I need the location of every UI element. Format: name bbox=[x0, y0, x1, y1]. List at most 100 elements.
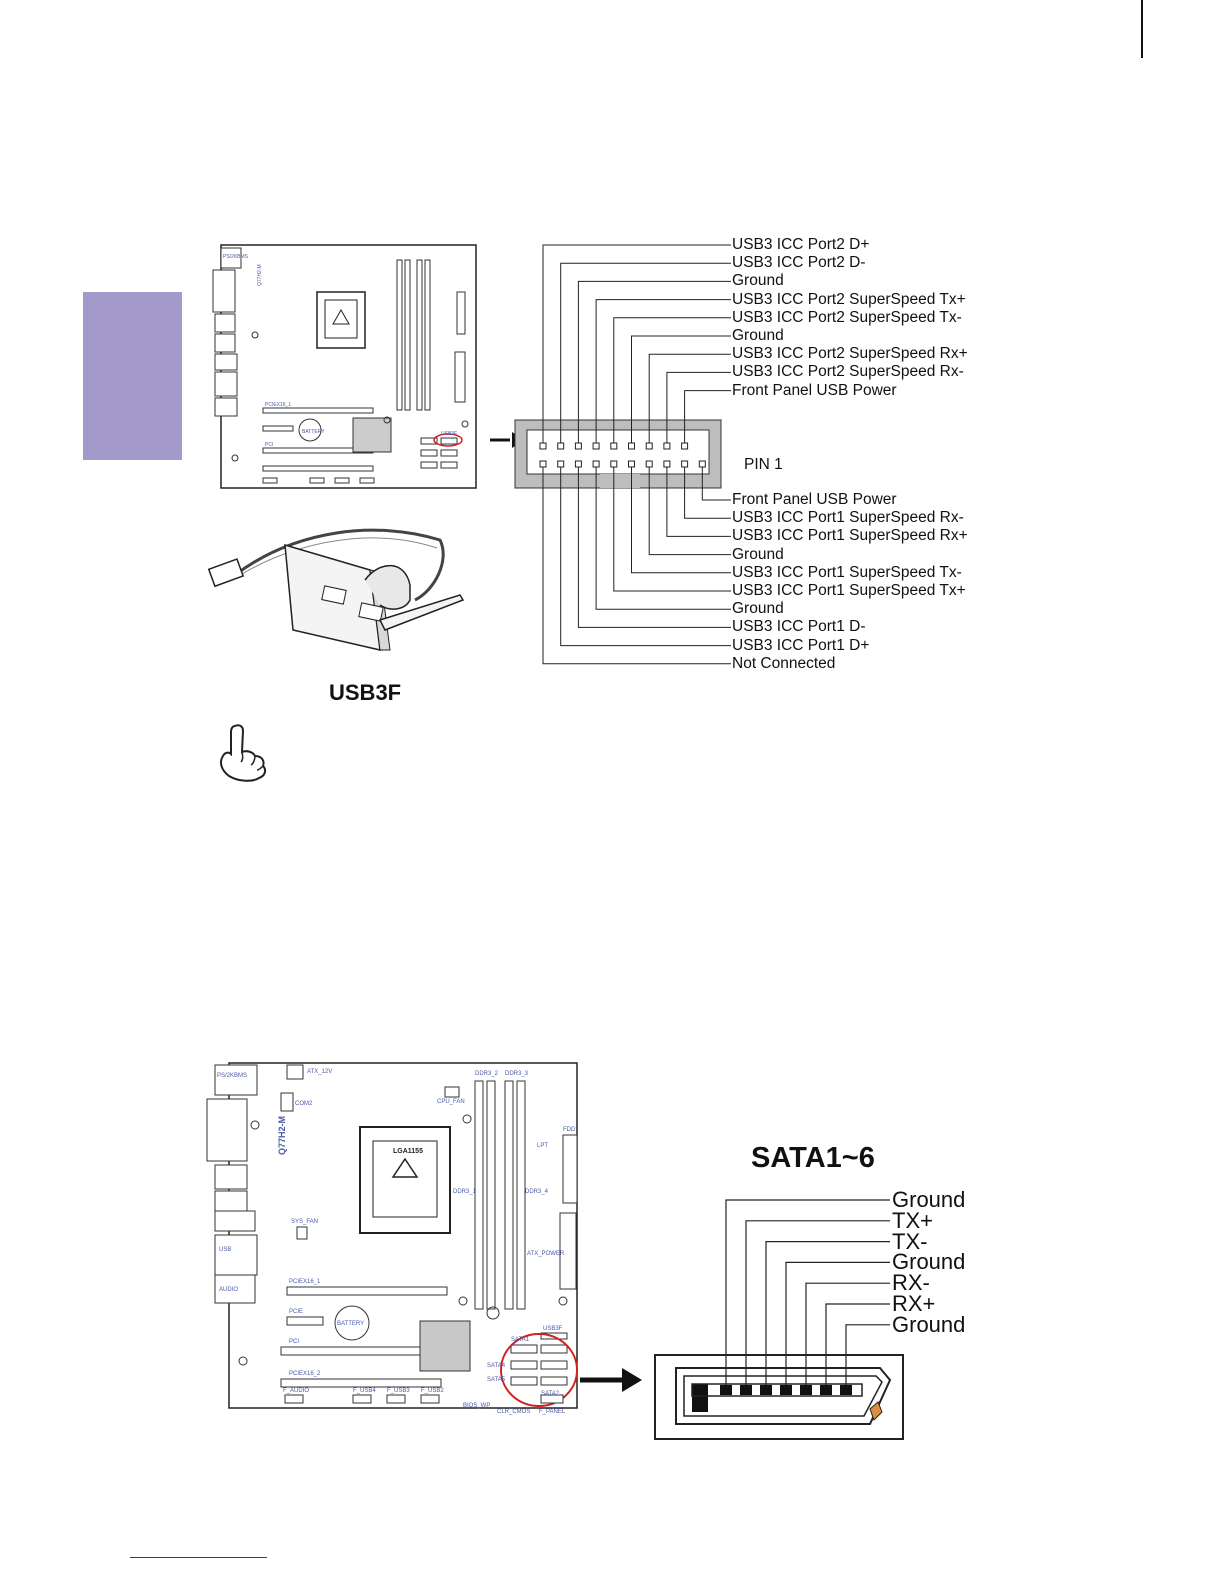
sata-pin bbox=[720, 1385, 732, 1395]
mb2-atx12v-label: ATX_12V bbox=[307, 1069, 332, 1075]
usb3f-bracket-illustration bbox=[207, 528, 465, 651]
sata-pin bbox=[840, 1385, 852, 1395]
mb2-bios-wp-label: BIOS_WP bbox=[463, 1403, 490, 1409]
mb2-sata4-label: SATA4 bbox=[487, 1363, 506, 1369]
sata-title: SATA1~6 bbox=[751, 1142, 875, 1174]
mb2-ddr3-2-label: DDR3_2 bbox=[475, 1071, 499, 1077]
mb2-pci-label: PCI bbox=[289, 1339, 299, 1345]
mb2-sys-fan-label: SYS_FAN bbox=[291, 1219, 318, 1225]
sata-pin-label: Ground bbox=[892, 1187, 966, 1212]
usb3f-bottom-pin-label: Ground bbox=[732, 545, 784, 563]
usb3f-lead-bottom bbox=[701, 467, 731, 501]
mb2-com2-label: COM2 bbox=[295, 1101, 313, 1107]
mb2-cpu-fan-label: CPU_FAN bbox=[437, 1099, 465, 1105]
mb1-pci-label: PCI bbox=[265, 442, 273, 448]
usb3f-bottom-pin-label: Ground bbox=[732, 600, 784, 618]
sata-pin bbox=[760, 1385, 772, 1395]
usb3f-pin-bottom bbox=[663, 460, 671, 468]
usb3f-pin-bottom bbox=[610, 460, 618, 468]
mb2-audio-label: AUDIO bbox=[219, 1287, 238, 1293]
usb3f-bottom-pin-label: USB3 ICC Port1 SuperSpeed Tx+ bbox=[732, 582, 966, 599]
sata-pin-label: RX- bbox=[892, 1270, 930, 1296]
usb3f-lead-bottom bbox=[648, 467, 731, 556]
sata-lead bbox=[845, 1324, 890, 1385]
usb3f-pin-bottom bbox=[574, 460, 582, 468]
usb3f-pin-top bbox=[681, 442, 689, 450]
usb3f-lead-top bbox=[684, 390, 731, 443]
sata-pin-label: TX+ bbox=[892, 1207, 933, 1233]
sata-pin bbox=[740, 1385, 752, 1395]
usb3f-pin-top bbox=[645, 442, 653, 450]
usb3f-bottom-pin-label: USB3 ICC Port1 SuperSpeed Rx- bbox=[732, 509, 964, 527]
usb3f-lead-top bbox=[666, 371, 731, 443]
usb3f-top-pin-label: USB3 ICC Port2 SuperSpeed Rx+ bbox=[732, 345, 968, 363]
mb2-ddr3-4-label: DDR3_4 bbox=[525, 1189, 549, 1195]
usb3f-lead-top bbox=[648, 353, 731, 443]
sata-pin bbox=[780, 1385, 792, 1395]
mb2-sata5-label: SATA5 bbox=[487, 1377, 506, 1383]
usb3f-lead-bottom bbox=[684, 467, 731, 519]
pin1-label: PIN 1 bbox=[744, 456, 783, 473]
usb3f-pin-top bbox=[539, 442, 547, 450]
usb3f-top-pin-label: USB3 ICC Port2 SuperSpeed Rx- bbox=[732, 363, 964, 381]
mb2-ps2-label: PS/2KBMS bbox=[217, 1073, 247, 1079]
sata-connector-diagram bbox=[580, 1199, 904, 1440]
mb2-usb3f-label: USB3F bbox=[543, 1326, 563, 1332]
mb2-sata1-label: SATA1 bbox=[511, 1337, 530, 1343]
mb2-socket-label: LGA1155 bbox=[393, 1148, 423, 1155]
usb3f-bottom-pin-label: Front Panel USB Power bbox=[732, 491, 897, 508]
usb3f-lead-bottom bbox=[613, 467, 731, 592]
mb2-f-usb4-label: F_USB4 bbox=[353, 1388, 376, 1394]
mb2-ddr3-3-label: DDR3_3 bbox=[505, 1071, 529, 1077]
mb2-lpt-label: LPT bbox=[537, 1143, 548, 1149]
mb2-pciex16-2-label: PCIEX16_2 bbox=[289, 1371, 321, 1377]
usb3f-pin-bottom bbox=[681, 460, 689, 468]
usb3f-lead-top bbox=[542, 244, 731, 443]
usb3f-bottom-pin-label: USB3 ICC Port1 SuperSpeed Tx- bbox=[732, 563, 962, 581]
usb3f-pin-bottom bbox=[592, 460, 600, 468]
sata-pin bbox=[820, 1385, 832, 1395]
usb3f-top-pin-label: USB3 ICC Port2 D+ bbox=[732, 236, 870, 253]
chapter-side-tab bbox=[83, 292, 182, 460]
mb2-f-usb2-label: F_USB2 bbox=[421, 1388, 444, 1394]
usb3f-pin-top bbox=[557, 442, 565, 450]
mb1-ps2-label: PS/2KBMS bbox=[223, 254, 249, 260]
mb1-battery-label: BATTERY bbox=[302, 429, 325, 435]
mb2-clr-cmos-label: CLR_CMOS bbox=[497, 1409, 530, 1415]
sata-lead bbox=[765, 1240, 890, 1385]
sata-lead bbox=[805, 1282, 890, 1385]
usb3f-top-pin-label: USB3 ICC Port2 SuperSpeed Tx- bbox=[732, 308, 962, 326]
usb3f-lead-bottom bbox=[560, 467, 731, 647]
usb3f-lead-bottom bbox=[542, 467, 731, 665]
usb3f-lead-top bbox=[595, 299, 731, 443]
mb2-usb-label: USB bbox=[219, 1247, 231, 1253]
mb2-atx-power-label: ATX_POWER bbox=[527, 1251, 565, 1257]
sata-pin-label: Ground bbox=[892, 1311, 966, 1337]
sata-lead bbox=[745, 1220, 890, 1385]
usb3f-pin-top bbox=[610, 442, 618, 450]
usb3f-bottom-pin-label: USB3 ICC Port1 D+ bbox=[732, 636, 870, 654]
usb3f-top-pin-label: USB3 ICC Port2 D- bbox=[732, 254, 866, 272]
usb3f-lead-top bbox=[631, 335, 731, 443]
sata-lead bbox=[725, 1199, 890, 1385]
usb3f-caption: USB3F bbox=[329, 680, 402, 705]
mb2-f-usb3-label: F_USB3 bbox=[387, 1388, 410, 1394]
mb2-fdd-label: FDD bbox=[563, 1127, 576, 1133]
usb3f-lead-bottom bbox=[631, 467, 731, 574]
sata-pin bbox=[800, 1385, 812, 1395]
usb3f-lead-top bbox=[560, 262, 731, 443]
mb2-pcie-label: PCIE bbox=[289, 1309, 303, 1315]
footer-rule bbox=[130, 1557, 267, 1558]
usb3f-pin-bottom bbox=[645, 460, 653, 468]
mb1-pciex16-1-label: PCIEX16_1 bbox=[265, 402, 291, 408]
mb1-usb3f-label: USB3F bbox=[441, 431, 457, 437]
motherboard-diagram-bottom: LGA1155 PS/2KBMS ATX_12V COM2 CPU_FAN DD… bbox=[206, 1062, 578, 1415]
usb3f-bottom-pin-label: USB3 ICC Port1 SuperSpeed Rx+ bbox=[732, 527, 968, 545]
usb3f-lead-bottom bbox=[666, 467, 731, 537]
mb2-sata2-label: SATA2 bbox=[541, 1391, 560, 1397]
sata-pin-label: TX- bbox=[892, 1228, 928, 1254]
usb3f-pin-top bbox=[592, 442, 600, 450]
usb3f-top-pin-label: USB3 ICC Port2 SuperSpeed Tx+ bbox=[732, 290, 966, 308]
usb3f-pin-top bbox=[663, 442, 671, 450]
usb3f-top-pin-label: Front Panel USB Power bbox=[732, 381, 897, 399]
